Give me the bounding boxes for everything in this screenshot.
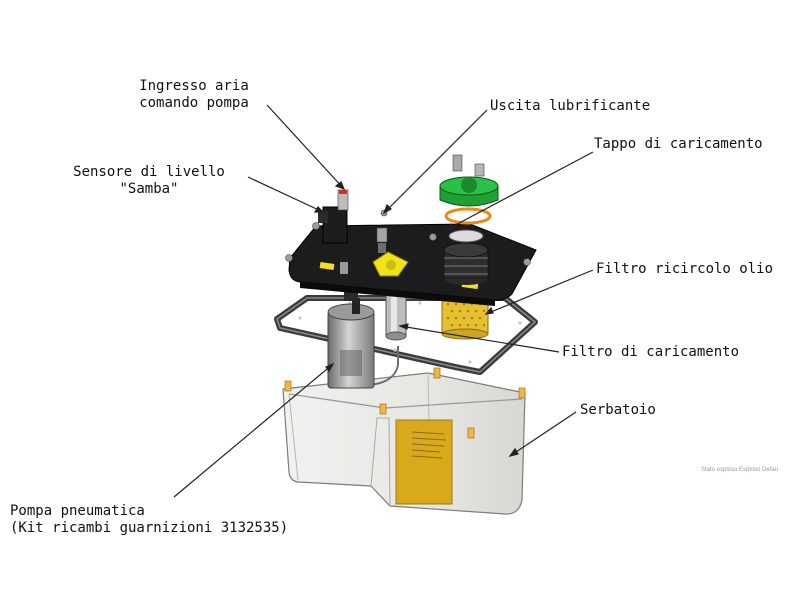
filling-cap-washer xyxy=(448,229,484,243)
leader-level-sensor xyxy=(247,176,324,213)
filling-filter-part xyxy=(385,289,407,341)
leader-filling-cap xyxy=(445,151,594,231)
label-level-sensor-line2: "Samba" xyxy=(119,181,179,197)
label-recirc-filter: Filtro ricircolo olio xyxy=(596,261,774,277)
tank-step xyxy=(370,417,391,507)
leader-air-inlet xyxy=(266,104,345,190)
label-air-inlet-line1: Ingresso aria xyxy=(139,78,249,94)
yellow-valve xyxy=(372,251,409,277)
tank-label-lines xyxy=(411,431,447,459)
tank-front-edge xyxy=(288,393,299,481)
plate-warning-label-left xyxy=(319,262,335,270)
label-lubricant-outlet: Uscita lubrificante xyxy=(490,98,651,114)
tank-lid-posts xyxy=(284,367,526,439)
gasket xyxy=(274,295,538,375)
leader-recirc-filter xyxy=(485,269,594,315)
label-pump-line2: (Kit ricambi guarnizioni 3132535) xyxy=(10,520,289,536)
label-pump-line1: Pompa pneumatica xyxy=(10,503,145,519)
state-caption: Stato esploso:Esploso Defau xyxy=(701,467,779,473)
label-filling-cap: Tappo di caricamento xyxy=(594,136,763,152)
plate-fittings xyxy=(340,227,388,274)
recirc-filter-part xyxy=(441,297,489,340)
filling-cap-assembly xyxy=(439,154,499,285)
leader-filling-filter xyxy=(399,325,560,353)
label-tank: Serbatoio xyxy=(580,402,656,418)
label-pump: Pompa pneumatica (Kit ricambi guarnizion… xyxy=(10,503,288,537)
leader-tank xyxy=(509,411,577,457)
level-sensor-part xyxy=(318,206,348,244)
label-filling-filter: Filtro di caricamento xyxy=(562,344,740,360)
label-air-inlet: Ingresso aria comando pompa xyxy=(124,78,264,112)
label-level-sensor-line1: Sensore di livello xyxy=(73,164,225,180)
filling-cap-seal xyxy=(444,207,492,225)
top-plate xyxy=(285,189,537,306)
air-inlet-fitting xyxy=(337,189,349,211)
leader-lubricant-outlet xyxy=(383,109,488,214)
label-air-inlet-line2: comando pompa xyxy=(139,95,249,111)
tank xyxy=(281,367,526,515)
leader-pump xyxy=(173,363,334,498)
label-level-sensor: Sensore di livello "Samba" xyxy=(56,164,242,198)
pneumatic-pump xyxy=(327,287,399,389)
leader-lines xyxy=(173,104,594,498)
